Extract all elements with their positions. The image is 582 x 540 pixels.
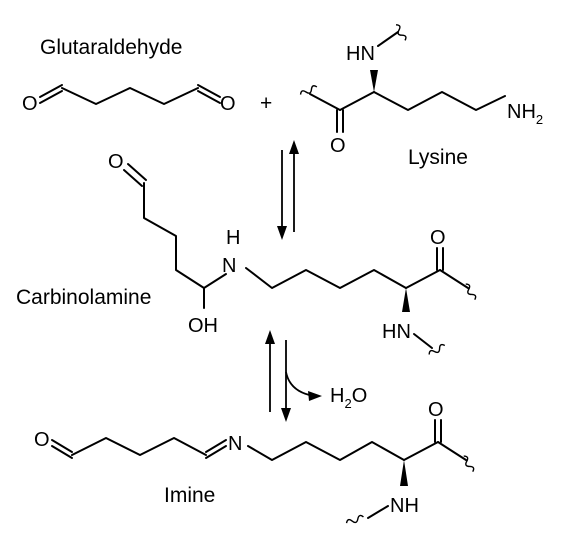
glut-oxygen-right: O — [220, 93, 236, 115]
imine-carbonyl-oxygen: O — [428, 399, 444, 421]
carb-aldehyde-oxygen: O — [108, 151, 124, 173]
carb-hydrogen: H — [226, 227, 240, 249]
label-glutaraldehyde: Glutaraldehyde — [40, 36, 182, 59]
carb-wedge-bond — [402, 288, 410, 312]
carb-hydroxyl: OH — [188, 315, 218, 337]
imine-aldehyde-oxygen: O — [34, 429, 50, 451]
carb-nitrogen: N — [222, 255, 236, 277]
lysine-carbonyl-oxygen: O — [330, 135, 346, 157]
imine-structure: O N NH O — [34, 399, 475, 524]
carb-carbonyl-oxygen: O — [430, 227, 446, 249]
lysine-hn: HN — [346, 43, 375, 65]
glut-oxygen-left: O — [22, 93, 38, 115]
lysine-structure: O HN NH2 — [299, 24, 543, 157]
carb-hn: HN — [382, 321, 411, 343]
glutaraldehyde-structure: O O — [22, 84, 236, 115]
plus-sign: + — [260, 92, 272, 115]
carbinolamine-structure: O OH H N HN O — [108, 151, 477, 355]
label-imine: Imine — [164, 484, 215, 507]
water-product: H2O — [330, 385, 367, 411]
equilibrium-arrow-1 — [277, 140, 299, 240]
equilibrium-arrow-2 — [265, 330, 322, 422]
lysine-amine: NH2 — [507, 101, 543, 127]
lysine-wedge-bond — [370, 70, 378, 92]
imine-wedge-bond — [400, 460, 408, 486]
imine-nitrogen: N — [228, 433, 242, 455]
label-lysine: Lysine — [408, 146, 468, 169]
label-carbinolamine: Carbinolamine — [16, 286, 151, 309]
imine-nh: NH — [390, 495, 419, 517]
